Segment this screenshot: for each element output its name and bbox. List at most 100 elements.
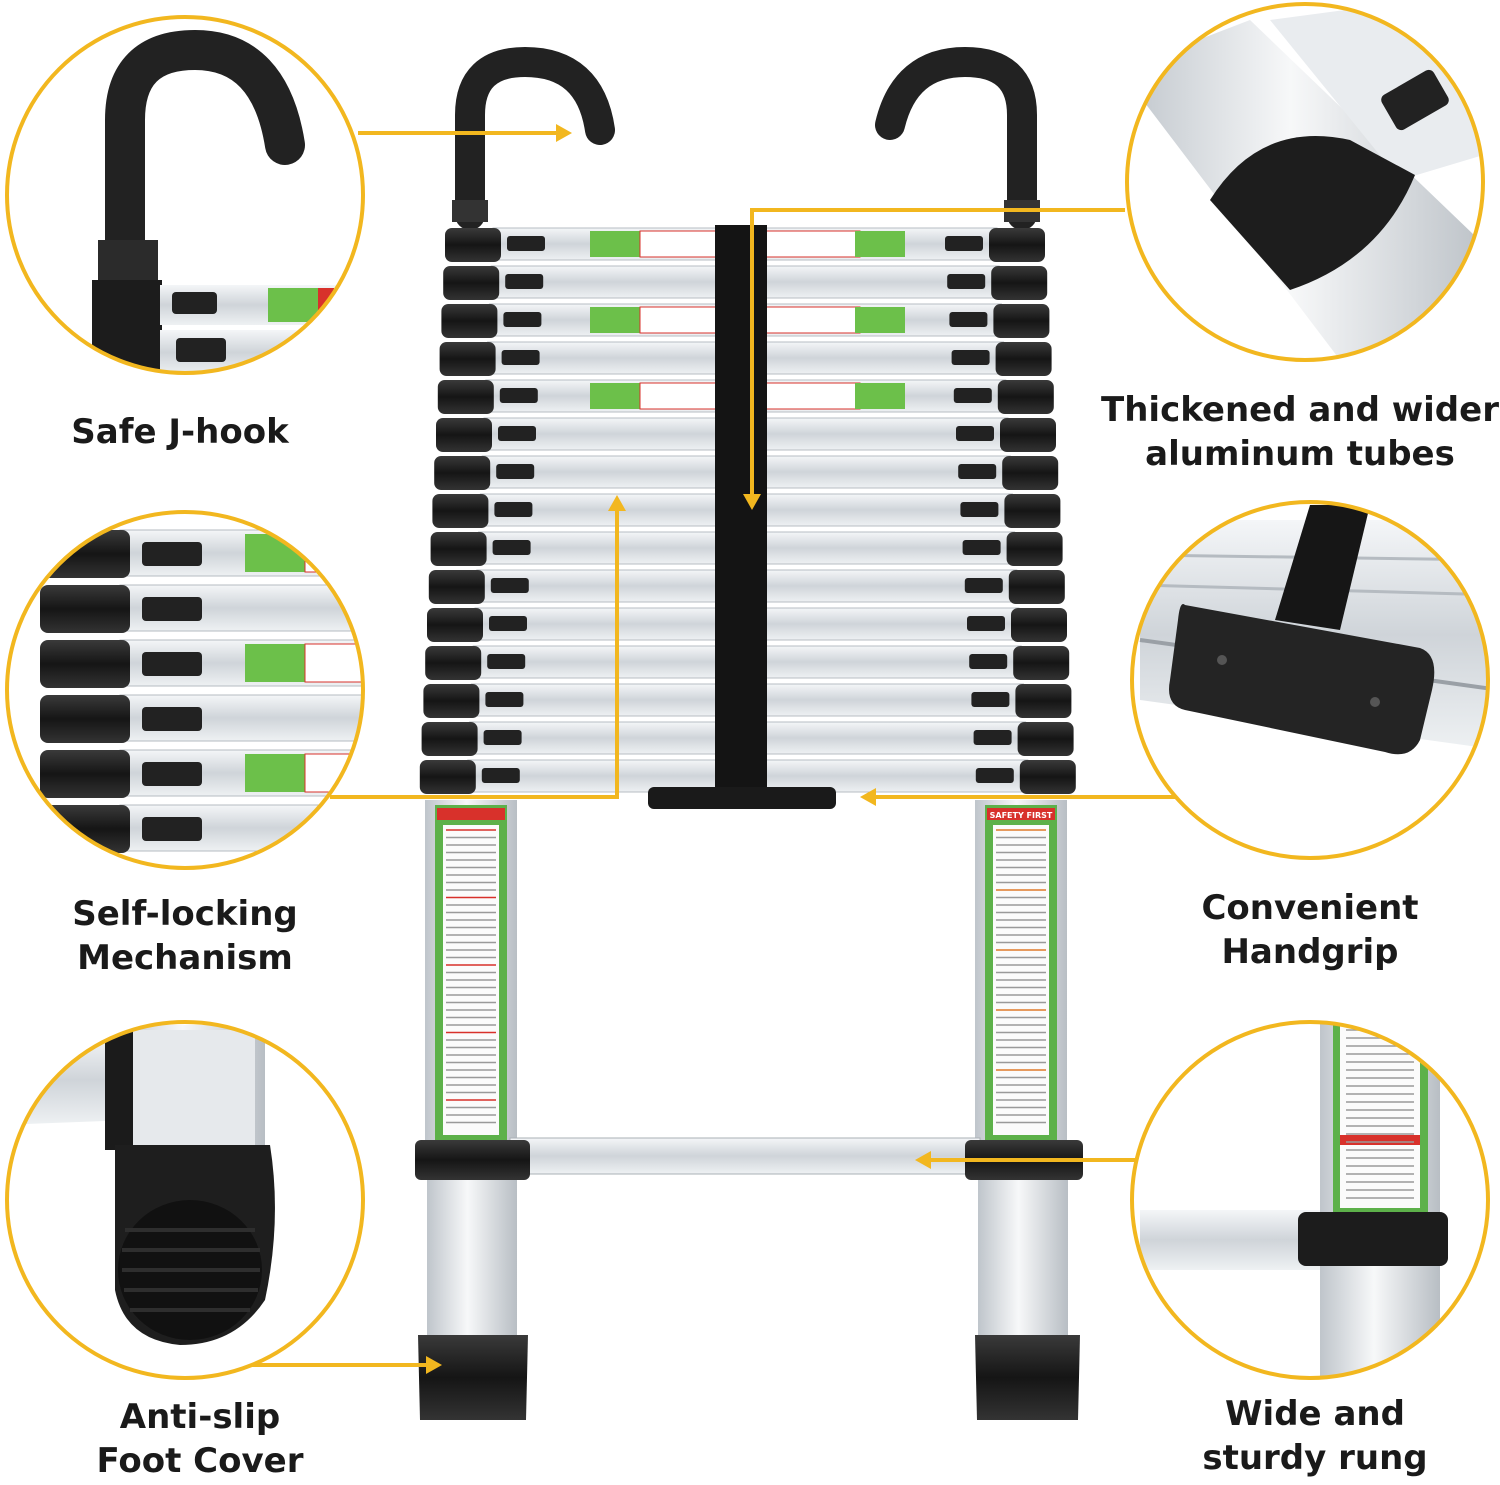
- lock-button: [142, 542, 202, 566]
- lock-button: [142, 597, 202, 621]
- lock-button: [483, 730, 522, 745]
- left-rung-cap: [427, 608, 483, 642]
- lock-button: [485, 692, 524, 707]
- lock-button: [975, 768, 1014, 783]
- lock-button: [951, 350, 990, 365]
- lock-button: [973, 730, 1012, 745]
- rung-cap: [40, 695, 130, 743]
- left-rung-cap: [432, 494, 489, 528]
- j-hook-closeup: [7, 17, 363, 373]
- feature-label-rung: Wide and sturdy rung: [1165, 1392, 1465, 1480]
- safety-first-sticker: SAFETY FIRST: [990, 811, 1053, 820]
- lock-button: [949, 312, 988, 327]
- lock-button: [960, 502, 999, 517]
- right-rung-cap: [997, 380, 1054, 414]
- left-rung-cap: [421, 722, 478, 756]
- lock-button: [505, 274, 544, 289]
- feature-label-foot-cover: Anti-slip Foot Cover: [60, 1395, 340, 1483]
- rung-closeup: [1132, 1022, 1488, 1378]
- left-foot-cover: [418, 1335, 528, 1420]
- lock-button: [142, 707, 202, 731]
- left-rung-cap: [445, 228, 501, 262]
- left-rung-cap: [434, 456, 491, 490]
- sticker-green: [590, 231, 640, 257]
- feature-label-tubes: Thickened and wider aluminum tubes: [1100, 388, 1500, 476]
- lock-button: [501, 350, 540, 365]
- lock-button: [494, 502, 533, 517]
- right-rung-cap: [1017, 722, 1074, 756]
- lock-button: [947, 274, 986, 289]
- lock-button: [956, 426, 994, 441]
- sticker-green: [590, 383, 640, 409]
- lock-button: [490, 578, 529, 593]
- sticker-body: [304, 643, 363, 683]
- handgrip-closeup: [1132, 502, 1488, 858]
- lock-button: [142, 762, 202, 786]
- lock-button: [489, 616, 527, 631]
- sticker-green: [245, 754, 305, 792]
- feature-label-self-locking: Self-locking Mechanism: [40, 892, 330, 980]
- lock-button: [142, 652, 202, 676]
- left-j-hook: [455, 46, 615, 230]
- label-line: Foot Cover: [96, 1441, 304, 1481]
- right-rung-cap: [1004, 494, 1061, 528]
- lock-button: [945, 236, 983, 251]
- feature-label-handgrip: Convenient Handgrip: [1170, 886, 1450, 974]
- callout-arrowheads: [426, 124, 931, 1374]
- label-line: sturdy rung: [1202, 1438, 1428, 1478]
- sticker-green: [245, 644, 305, 682]
- label-line: Thickened and wider: [1101, 390, 1499, 430]
- rung-cap: [40, 750, 130, 798]
- right-rung-cap: [1002, 456, 1059, 490]
- callout-connectors: [250, 131, 1175, 1367]
- right-rung-cap: [1008, 570, 1065, 604]
- lock-button: [492, 540, 531, 555]
- right-rung-cap: [1013, 646, 1070, 680]
- rung-cap: [40, 585, 130, 633]
- lock-button: [487, 654, 526, 669]
- lock-button: [969, 654, 1008, 669]
- self-locking-closeup: [7, 512, 363, 868]
- foot-cover-closeup: [7, 1022, 363, 1378]
- lock-button: [962, 540, 1001, 555]
- label-line: Convenient: [1201, 888, 1419, 928]
- rung-cap: [40, 640, 130, 688]
- right-j-hook: [875, 46, 1037, 230]
- carry-strap: [715, 225, 767, 795]
- right-rung-cap: [1011, 608, 1067, 642]
- left-rung-cap: [430, 532, 487, 566]
- left-rung-cap: [425, 646, 482, 680]
- label-line: Safe J-hook: [71, 412, 289, 452]
- right-foot-cover: [975, 1335, 1080, 1420]
- feature-label-j-hook: Safe J-hook: [60, 410, 300, 454]
- left-rung-cap: [437, 380, 494, 414]
- right-rung-cap: [1015, 684, 1072, 718]
- sticker-green: [590, 307, 640, 333]
- aluminum-tube-closeup: [1127, 4, 1483, 360]
- right-rung-cap: [1000, 418, 1056, 452]
- left-rung-cap: [436, 418, 492, 452]
- label-line: Self-locking: [72, 894, 298, 934]
- label-line: aluminum tubes: [1145, 434, 1455, 474]
- lock-button: [142, 817, 202, 841]
- lock-button: [507, 236, 545, 251]
- label-line: Handgrip: [1221, 932, 1399, 972]
- sticker-green: [855, 231, 905, 257]
- sticker-green: [855, 383, 905, 409]
- lock-button: [496, 464, 535, 479]
- label-line: Mechanism: [77, 938, 293, 978]
- right-rung-cap: [991, 266, 1048, 300]
- lock-button: [481, 768, 520, 783]
- lock-button: [499, 388, 538, 403]
- lock-button: [971, 692, 1010, 707]
- left-rung-cap: [423, 684, 480, 718]
- lock-button: [503, 312, 542, 327]
- left-rung-cap: [439, 342, 496, 376]
- right-rung-cap: [993, 304, 1050, 338]
- lock-button: [498, 426, 536, 441]
- right-rung-cap: [995, 342, 1052, 376]
- left-rung-cap: [443, 266, 500, 300]
- sticker-green: [855, 307, 905, 333]
